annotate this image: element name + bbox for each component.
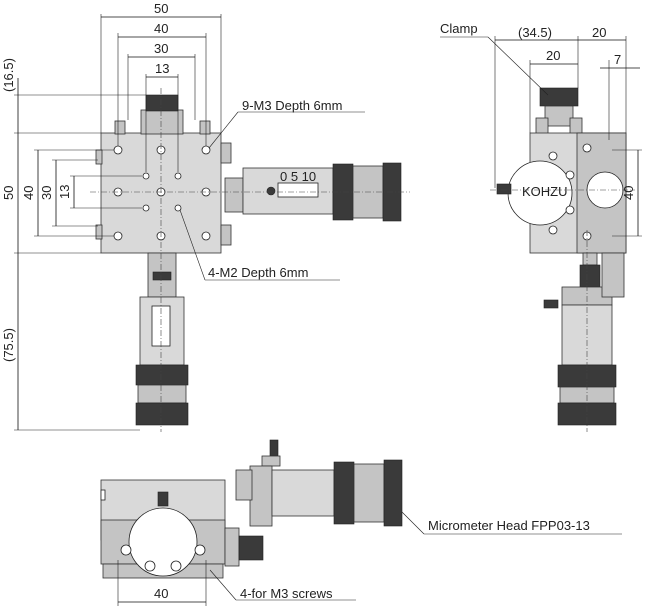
dim-left-30: 30 — [39, 186, 54, 200]
front-view — [100, 439, 403, 579]
side-view: KOHZU — [490, 87, 635, 432]
dim-side-20b: 20 — [592, 25, 606, 40]
clamp-leader: Clamp — [440, 21, 549, 96]
top-view-micrometer-scale — [277, 182, 319, 198]
side-view-dimensions: (34.5) 20 20 7 40 — [494, 25, 642, 237]
dim-top-30: 30 — [154, 41, 168, 56]
top-view-micrometer-mount — [224, 177, 244, 213]
top-view-leaders: 9-M3 Depth 6mm 4-M2 Depth 6mm — [179, 98, 365, 281]
bottom-micrometer-thimble — [135, 364, 189, 386]
top-view-clamp-knob — [145, 94, 179, 112]
brand-text: KOHZU — [522, 184, 568, 199]
top-scale-text: 0 5 10 — [280, 169, 316, 184]
dim-left-40: 40 — [21, 186, 36, 200]
label-m2-holes: 4-M2 Depth 6mm — [208, 265, 308, 280]
side-view-clamp-knob — [539, 87, 579, 107]
front-view-brand-disc — [128, 507, 198, 577]
dim-top-13: 13 — [155, 61, 169, 76]
dim-left-50: 50 — [1, 186, 16, 200]
dim-left-16-5: (16.5) — [1, 58, 16, 92]
dim-side-40: 40 — [621, 186, 636, 200]
left-dimensions: (16.5) 50 40 30 13 (75.5) — [1, 58, 146, 431]
top-view: 0 5 10 — [90, 88, 410, 432]
dim-side-34-5: (34.5) — [518, 25, 552, 40]
label-m3-holes: 9-M3 Depth 6mm — [242, 98, 342, 113]
dim-bottom-40: 40 — [154, 586, 168, 601]
top-view-clamp-base — [140, 109, 184, 135]
front-view-micrometer-sleeve — [271, 469, 335, 517]
dim-top-50: 50 — [154, 1, 168, 16]
label-clamp: Clamp — [440, 21, 478, 36]
dim-top-40: 40 — [154, 21, 168, 36]
top-view-dimensions: 50 40 30 13 — [100, 1, 222, 172]
dim-side-20a: 20 — [546, 48, 560, 63]
label-micrometer: Micrometer Head FPP03-13 — [428, 518, 590, 533]
dim-left-75-5: (75.5) — [1, 328, 16, 362]
dim-side-7: 7 — [614, 52, 621, 67]
front-view-dimensions: 40 4-for M3 screws Micrometer Head FPP03… — [117, 511, 622, 606]
label-screws: 4-for M3 screws — [240, 586, 333, 601]
front-view-micrometer-mount — [249, 465, 273, 527]
dim-left-13: 13 — [57, 185, 72, 199]
